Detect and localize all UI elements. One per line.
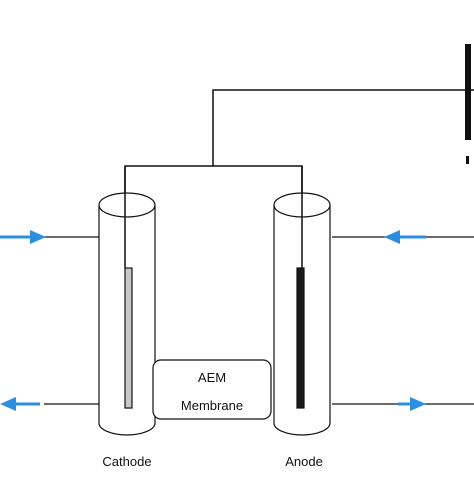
cathode-label: Cathode xyxy=(102,454,151,469)
arrow-icon xyxy=(0,397,40,411)
power-source-tick xyxy=(466,156,469,164)
anode-electrode xyxy=(296,267,305,409)
power-source-plate xyxy=(465,44,471,140)
membrane-label-line1: AEM xyxy=(198,370,226,385)
circuit-wire-top xyxy=(212,89,474,166)
arrow-icon xyxy=(398,397,426,411)
arrow-icon xyxy=(0,230,46,244)
aem-membrane-box xyxy=(152,359,272,420)
anode-label: Anode xyxy=(285,454,323,469)
membrane-label-line2: Membrane xyxy=(181,398,243,413)
arrow-icon xyxy=(384,230,426,244)
cathode-electrode xyxy=(124,267,133,409)
flow-arrows xyxy=(0,230,426,411)
